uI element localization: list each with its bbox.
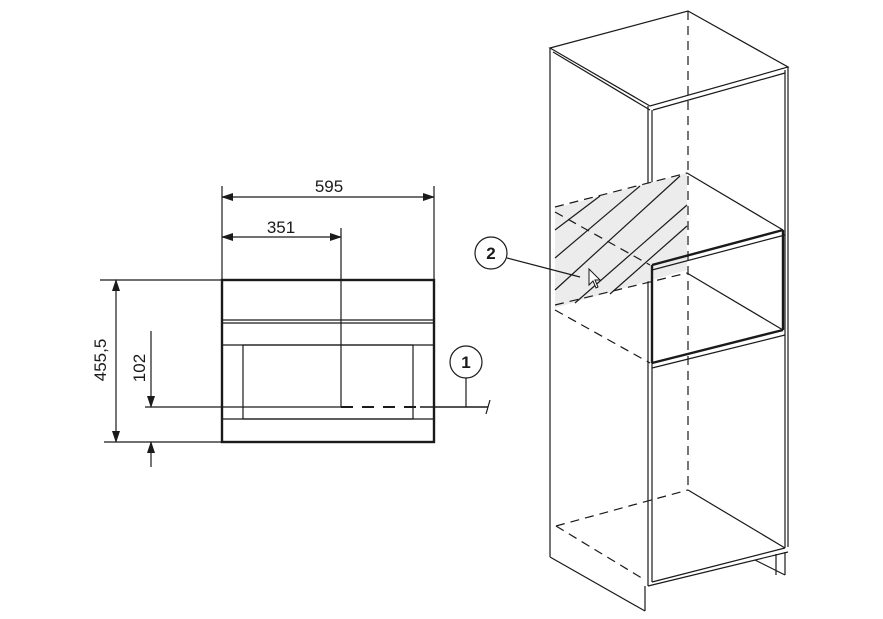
appliance-outline xyxy=(220,278,436,444)
hatched-area xyxy=(555,173,687,308)
dimension-label-351: 351 xyxy=(267,218,295,237)
dimension-label-102: 102 xyxy=(130,354,149,382)
appliance-front-view xyxy=(220,278,436,444)
hatch-lines xyxy=(554,175,688,304)
callout-1: 1 xyxy=(449,345,483,407)
dimension-width-axis: 351 xyxy=(221,218,342,407)
dimension-width-total: 595 xyxy=(221,177,435,280)
dimension-label-595: 595 xyxy=(315,177,343,196)
dimension-label-455-5: 455,5 xyxy=(91,339,110,382)
callout-2: 2 xyxy=(474,236,581,278)
callout-1-label: 1 xyxy=(461,353,470,372)
cursor-icon xyxy=(588,267,602,289)
cabinet-top xyxy=(548,10,790,107)
callout-2-label: 2 xyxy=(486,244,495,263)
dimension-height-axis: 102 xyxy=(130,331,491,467)
tall-cabinet xyxy=(548,10,790,612)
dimension-height-total: 455,5 xyxy=(91,279,222,443)
